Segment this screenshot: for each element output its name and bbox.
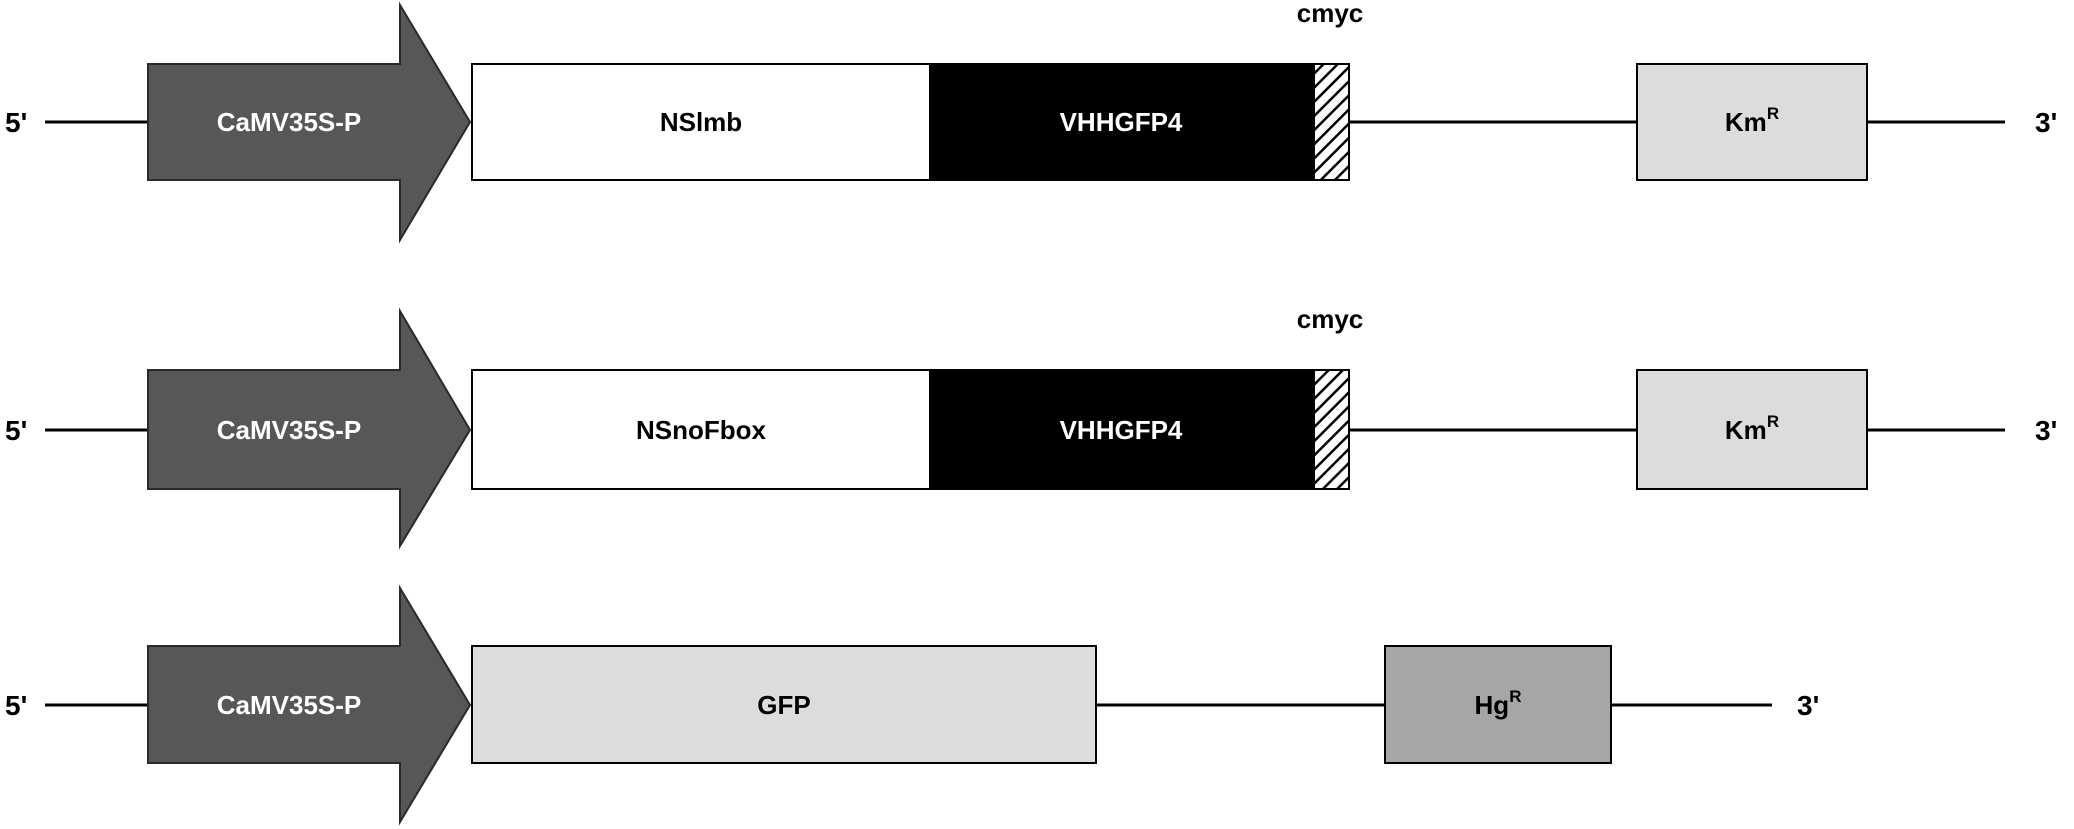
marker-superscript: R [1509,687,1521,706]
promoter-label: CaMV35S-P [217,415,362,445]
gfp-label: GFP [757,690,810,720]
three-prime-label: 3' [2035,415,2057,446]
gene1-box [471,63,931,181]
km-resistance-box [1636,63,1868,181]
vhhgfp4-label: VHHGFP4 [1060,107,1183,137]
promoter-label: CaMV35S-P [217,107,362,137]
gfp-box [471,645,1097,764]
cmyc-label: cmyc [1297,0,1364,28]
cmyc-label: cmyc [1297,304,1364,334]
marker-superscript: R [1767,104,1779,123]
vhhgfp4-box [929,63,1315,181]
three-prime-label: 3' [1797,690,1819,721]
km-resistance-label: KmR [1725,412,1779,445]
marker-superscript: R [1767,412,1779,431]
construct-2: 5' 3' CaMV35S-P NSnoFbox VHHGFP4 cmyc Km… [5,304,2057,550]
hg-resistance-box [1384,645,1612,764]
five-prime-label: 5' [5,690,27,721]
km-resistance-label: KmR [1725,104,1779,137]
promoter-arrow [147,1,472,244]
three-prime-label: 3' [2035,107,2057,138]
cmyc-tag [1313,369,1350,490]
five-prime-label: 5' [5,107,27,138]
marker-base: Km [1725,415,1767,445]
marker-base: Km [1725,107,1767,137]
marker-base: Hg [1475,690,1510,720]
gene1-label: NSlmb [660,107,742,137]
construct-3: 5' 3' CaMV35S-P GFP HgR [5,584,1819,826]
promoter-arrow [147,307,472,550]
hg-resistance-label: HgR [1475,687,1522,720]
km-resistance-box [1636,369,1868,490]
five-prime-label: 5' [5,415,27,446]
promoter-label: CaMV35S-P [217,690,362,720]
vhhgfp4-box [929,369,1315,490]
cmyc-tag [1313,63,1350,181]
gene1-label: NSnoFbox [636,415,767,445]
vhhgfp4-label: VHHGFP4 [1060,415,1183,445]
promoter-arrow [147,584,472,826]
construct-1: 5' 3' CaMV35S-P NSlmb VHHGFP4 cmyc KmR [5,0,2057,244]
